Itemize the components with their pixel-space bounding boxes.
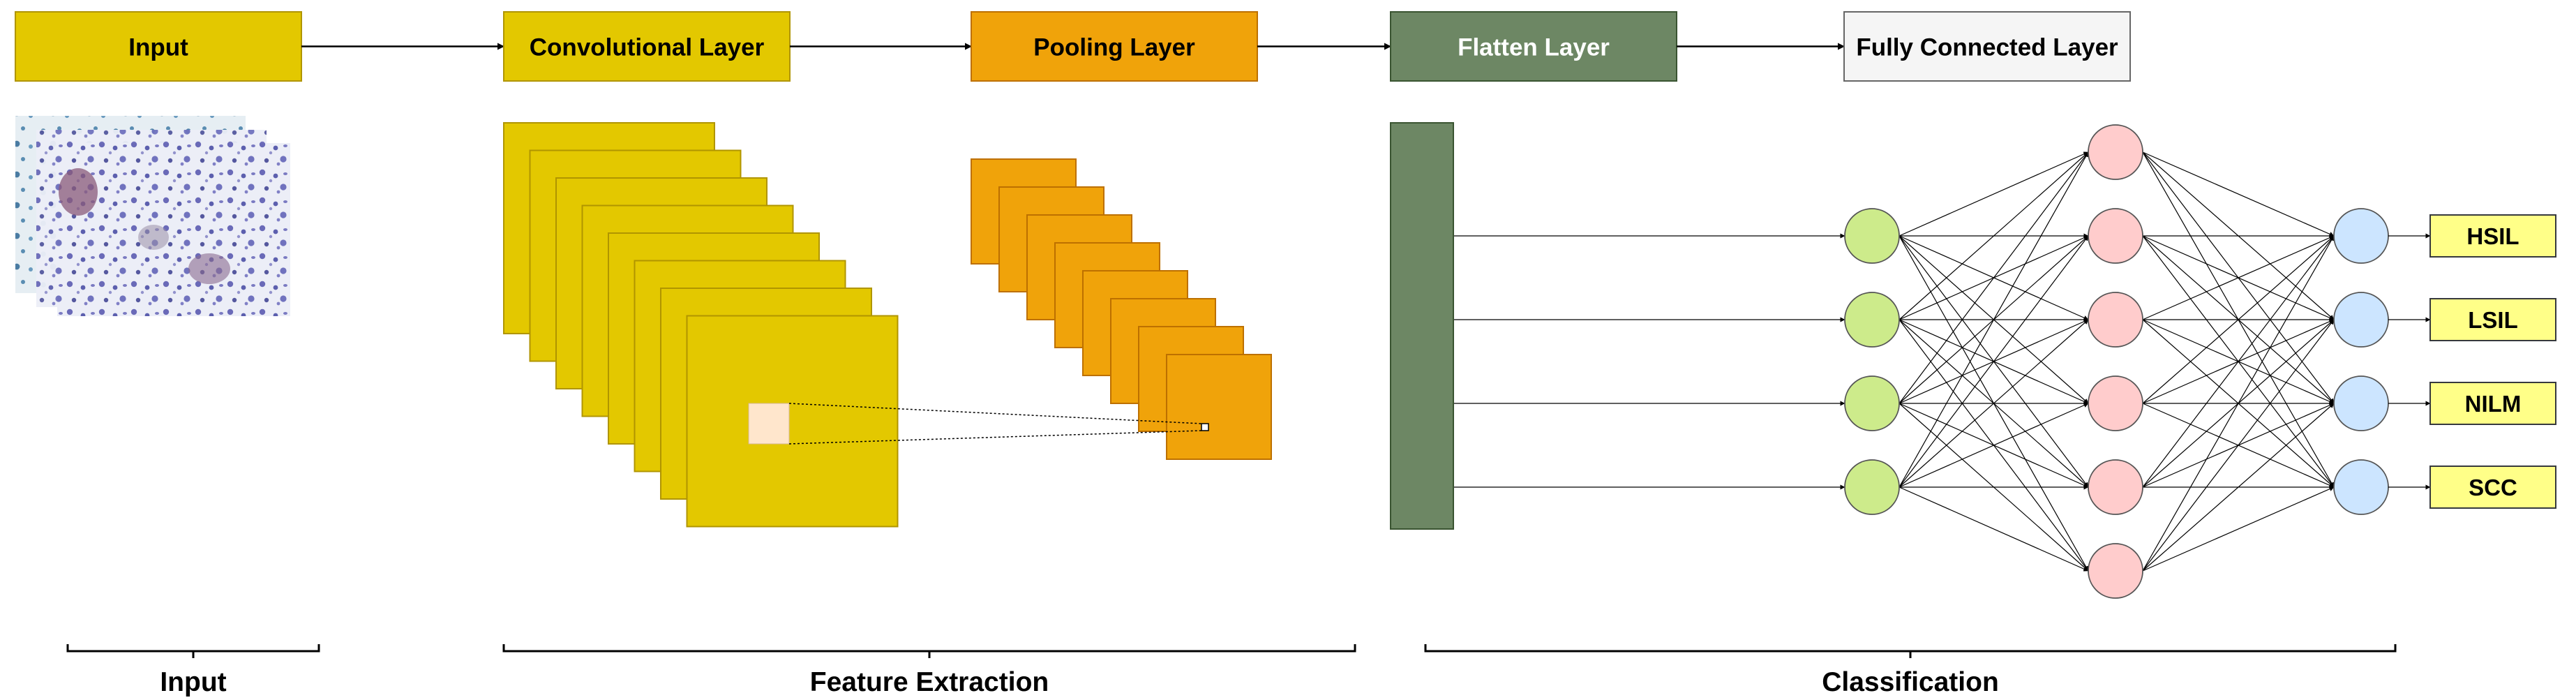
output-neuron xyxy=(2333,375,2389,431)
network-edge xyxy=(1899,151,2089,404)
network-edge xyxy=(2142,235,2335,488)
network-edge xyxy=(1899,319,2089,488)
group-input: Input xyxy=(66,644,320,697)
input-image-front xyxy=(57,143,290,316)
output-neuron xyxy=(2333,292,2389,348)
output-class-label: NILM xyxy=(2465,391,2522,417)
network-edge xyxy=(2142,235,2335,320)
network-edge xyxy=(2142,319,2335,572)
network-edge xyxy=(2142,486,2335,572)
input-neuron xyxy=(1844,292,1900,348)
network-edge xyxy=(2142,403,2335,572)
stage-fc-box xyxy=(1843,11,2131,82)
output-class-box xyxy=(2429,298,2556,341)
group-brace xyxy=(502,644,1356,658)
stage-fc-label: Fully Connected Layer xyxy=(1856,34,2118,61)
input-neuron xyxy=(1844,459,1900,515)
fully-connected-edges xyxy=(1453,151,2335,572)
stage-flatten: Flatten Layer xyxy=(1390,11,1677,82)
group-input-label: Input xyxy=(160,667,226,697)
network-edge xyxy=(1899,235,2089,488)
input-image-stack xyxy=(15,116,290,316)
stage-conv: Convolutional Layer xyxy=(503,11,791,82)
output-class-hsil: HSIL xyxy=(2429,214,2556,258)
hidden-neuron xyxy=(2088,459,2143,515)
network-edge xyxy=(1899,151,2089,320)
output-classes: HSIL LSIL NILM SCC xyxy=(2388,214,2556,509)
output-class-box xyxy=(2429,382,2556,425)
stage-input-box xyxy=(15,11,302,82)
pooling-feature-maps xyxy=(788,158,1272,460)
stage-flatten-box xyxy=(1390,11,1677,82)
network-edge xyxy=(1899,151,2089,237)
network-edge xyxy=(2142,151,2335,237)
network-edge xyxy=(1899,486,2089,572)
group-feature_extraction: Feature Extraction xyxy=(502,644,1356,697)
stage-flatten-label: Flatten Layer xyxy=(1458,34,1610,61)
output-class-label: SCC xyxy=(2469,475,2517,500)
stage-conv-label: Convolutional Layer xyxy=(530,34,765,61)
output-class-label: HSIL xyxy=(2466,223,2519,249)
convolutional-feature-maps xyxy=(503,122,899,528)
output-class-box xyxy=(2429,214,2556,258)
stage-group-braces: Input Feature Extraction Classification xyxy=(66,644,2397,697)
output-class-scc: SCC xyxy=(2429,466,2556,509)
projection-line xyxy=(788,430,1202,445)
receptive-field xyxy=(748,403,790,445)
input-neuron xyxy=(1844,375,1900,431)
output-class-box xyxy=(2429,466,2556,509)
output-class-label: LSIL xyxy=(2468,307,2518,333)
network-edge xyxy=(1899,403,2089,488)
stage-input-label: Input xyxy=(128,34,188,61)
network-edge xyxy=(2142,235,2335,404)
stage-pool-label: Pooling Layer xyxy=(1033,34,1195,61)
stage-pool: Pooling Layer xyxy=(971,11,1258,82)
group-classification-label: Classification xyxy=(1822,667,1999,697)
network-edge xyxy=(2142,235,2335,572)
hidden-neuron xyxy=(2088,124,2143,180)
hidden-neuron xyxy=(2088,292,2143,348)
output-class-lsil: LSIL xyxy=(2429,298,2556,341)
hidden-neuron xyxy=(2088,208,2143,264)
hidden-neuron xyxy=(2088,375,2143,431)
network-edge xyxy=(1899,151,2089,488)
output-neuron xyxy=(2333,208,2389,264)
group-brace xyxy=(1424,644,2397,658)
hidden-neuron xyxy=(2088,543,2143,599)
output-class-nilm: NILM xyxy=(2429,382,2556,425)
stage-input: Input xyxy=(15,11,302,82)
pool-feature-map xyxy=(1166,354,1272,460)
group-brace xyxy=(66,644,320,658)
stage-fc: Fully Connected Layer xyxy=(1843,11,2131,82)
input-neuron xyxy=(1844,208,1900,264)
flatten-vector xyxy=(1390,122,1454,530)
fully-connected-network xyxy=(1390,122,2389,599)
group-classification: Classification xyxy=(1424,644,2397,697)
projection-line xyxy=(788,403,1202,424)
conv-feature-map xyxy=(686,315,899,528)
group-feature_extraction-label: Feature Extraction xyxy=(810,667,1049,697)
output-neuron xyxy=(2333,459,2389,515)
pooled-unit xyxy=(1201,423,1209,431)
stage-conv-box xyxy=(503,11,791,82)
